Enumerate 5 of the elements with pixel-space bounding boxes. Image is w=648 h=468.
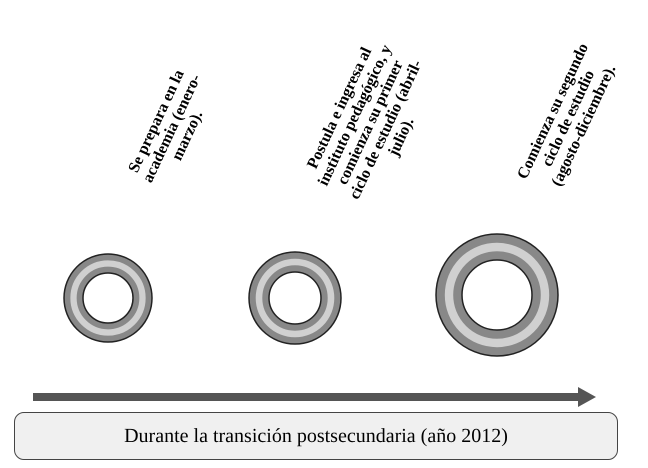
ring-icon xyxy=(63,253,153,343)
ring-icon xyxy=(248,251,342,345)
ring-icon xyxy=(435,233,559,357)
period-box xyxy=(14,412,618,460)
period-text: Durante la transición postsecundaria (año 2012) xyxy=(124,424,508,448)
